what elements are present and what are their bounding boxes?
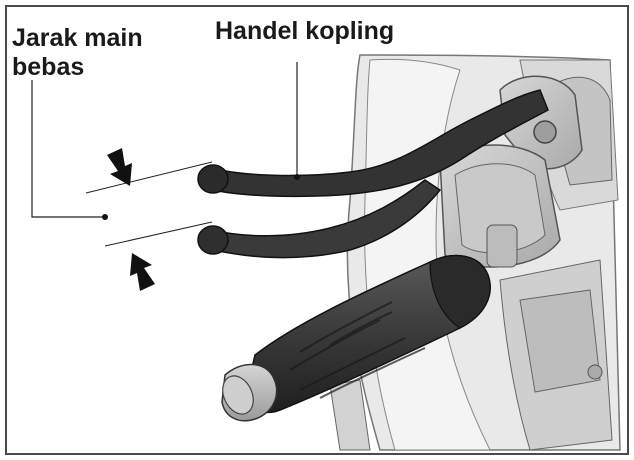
free-play-label-line-2: bebas [12, 53, 85, 81]
handlebar-grip [246, 254, 491, 414]
clutch-lever-lower [197, 179, 442, 259]
lever-point [294, 174, 300, 180]
lever-bracket [439, 75, 583, 268]
free-play-point [102, 214, 108, 220]
leader-lines [31, 62, 300, 218]
free-play-label-line-1: Jarak main [12, 24, 143, 52]
bar-end [221, 363, 278, 422]
free-play-label: Jarak main bebas [12, 24, 143, 82]
down-arrow-icon [107, 148, 132, 186]
free-play-leader [31, 80, 102, 218]
free-play-dimension [85, 148, 213, 291]
clutch-lever-upper [197, 89, 549, 198]
up-arrow-icon [130, 253, 155, 291]
clutch-lever-label: Handel kopling [215, 17, 395, 45]
